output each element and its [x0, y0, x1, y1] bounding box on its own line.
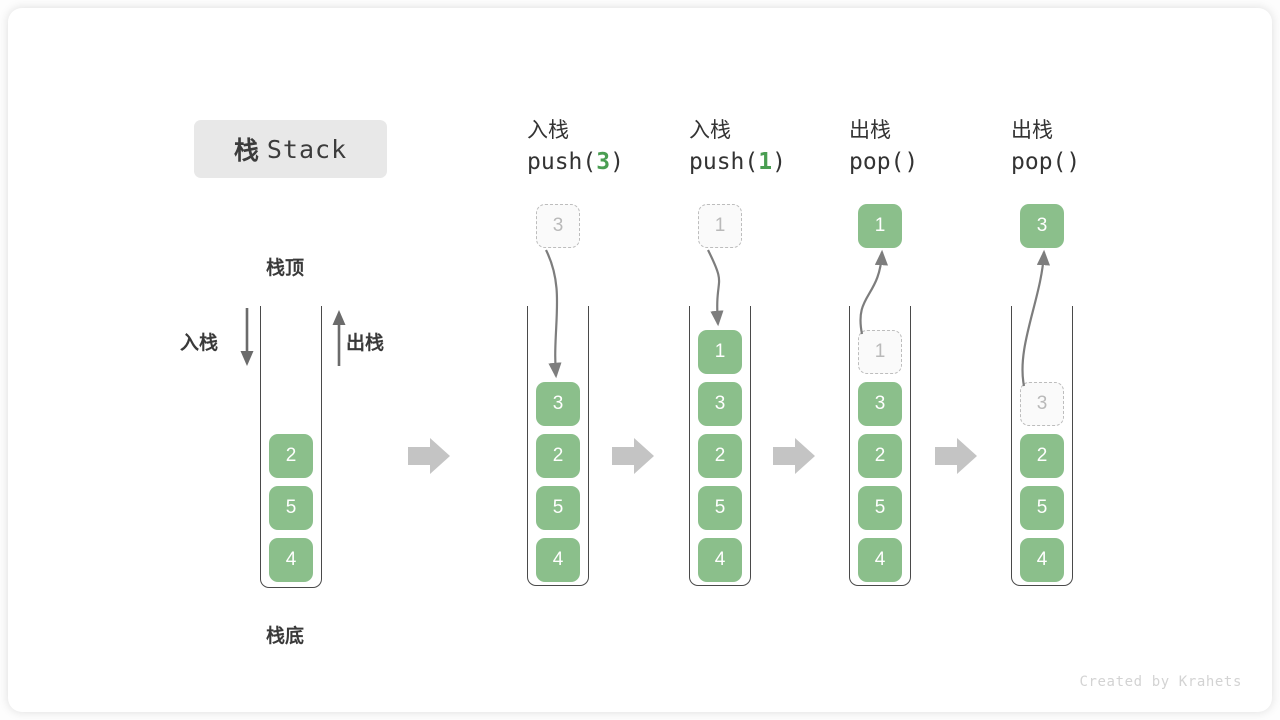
flow-arrow-1-icon	[612, 438, 654, 474]
step-1-motion-arrow-icon	[707, 249, 724, 327]
step-1-heading: 入栈 push(1)	[689, 116, 786, 178]
stack-step-0-element: 3	[536, 382, 580, 426]
stack-bottom-label: 栈底	[266, 626, 305, 647]
stack-step-3-element: 4	[1020, 538, 1064, 582]
pop-direction-arrow-icon	[332, 310, 346, 366]
stack-step-1-element: 4	[698, 538, 742, 582]
step-3-operation-label: 出栈	[1011, 119, 1053, 142]
step-0-operation-label: 入栈	[527, 119, 569, 142]
stack-step-2-element: 1	[858, 330, 902, 374]
stack-step-3-element: 5	[1020, 486, 1064, 530]
step-0-motion-arrow-icon	[545, 249, 562, 379]
stack-step-3-element: 2	[1020, 434, 1064, 478]
stack-container-step-3	[1011, 306, 1073, 586]
step-3-heading: 出栈 pop()	[1011, 116, 1080, 178]
step-2-motion-arrow-icon	[859, 249, 889, 335]
flow-arrow-0-icon	[408, 438, 450, 474]
stack-initial-element: 2	[269, 434, 313, 478]
flow-arrow-3-icon	[935, 438, 977, 474]
step-1-operation-arg: 1	[758, 148, 773, 175]
step-1-operation-label: 入栈	[689, 119, 731, 142]
stack-step-3-element: 3	[1020, 382, 1064, 426]
step-2-operation-code: pop()	[849, 148, 919, 175]
stack-step-2-element: 5	[858, 486, 902, 530]
step-0-heading: 入栈 push(3)	[527, 116, 624, 178]
stack-step-0-element: 4	[536, 538, 580, 582]
step-3-motion-arrow-icon	[1021, 249, 1051, 387]
diagram-title-cn: 栈	[233, 137, 260, 165]
stack-step-1-element: 5	[698, 486, 742, 530]
step-3-floating-element: 3	[1020, 204, 1064, 248]
stack-container-step-1	[689, 306, 751, 586]
stack-step-1-element: 3	[698, 382, 742, 426]
step-3-operation-code: pop()	[1011, 148, 1081, 175]
stack-step-2-element: 4	[858, 538, 902, 582]
stack-initial-element: 4	[269, 538, 313, 582]
step-1-operation-code: push(1)	[689, 148, 786, 175]
stack-step-2-element: 3	[858, 382, 902, 426]
step-0-operation-arg: 3	[596, 148, 611, 175]
stack-container-initial	[260, 306, 322, 588]
diagram-title-en: Stack	[266, 134, 348, 164]
stack-step-0-element: 5	[536, 486, 580, 530]
step-2-heading: 出栈 pop()	[849, 116, 918, 178]
stack-step-1-element: 2	[698, 434, 742, 478]
push-direction-arrow-icon	[240, 308, 254, 366]
stack-step-0-element: 2	[536, 434, 580, 478]
flow-arrow-2-icon	[773, 438, 815, 474]
step-2-operation-label: 出栈	[849, 119, 891, 142]
stack-initial-element: 5	[269, 486, 313, 530]
step-0-operation-code: push(3)	[527, 148, 624, 175]
watermark: Created by Krahets	[1079, 674, 1242, 690]
stack-container-step-0	[527, 306, 589, 586]
step-1-floating-element: 1	[698, 204, 742, 248]
stack-step-2-element: 2	[858, 434, 902, 478]
step-0-floating-element: 3	[536, 204, 580, 248]
push-direction-label: 入栈	[180, 333, 219, 354]
pop-direction-label: 出栈	[346, 333, 385, 354]
stack-top-label: 栈顶	[266, 258, 305, 279]
stack-container-step-2	[849, 306, 911, 586]
step-2-floating-element: 1	[858, 204, 902, 248]
stack-step-1-element: 1	[698, 330, 742, 374]
diagram-title: 栈 Stack	[194, 120, 387, 178]
